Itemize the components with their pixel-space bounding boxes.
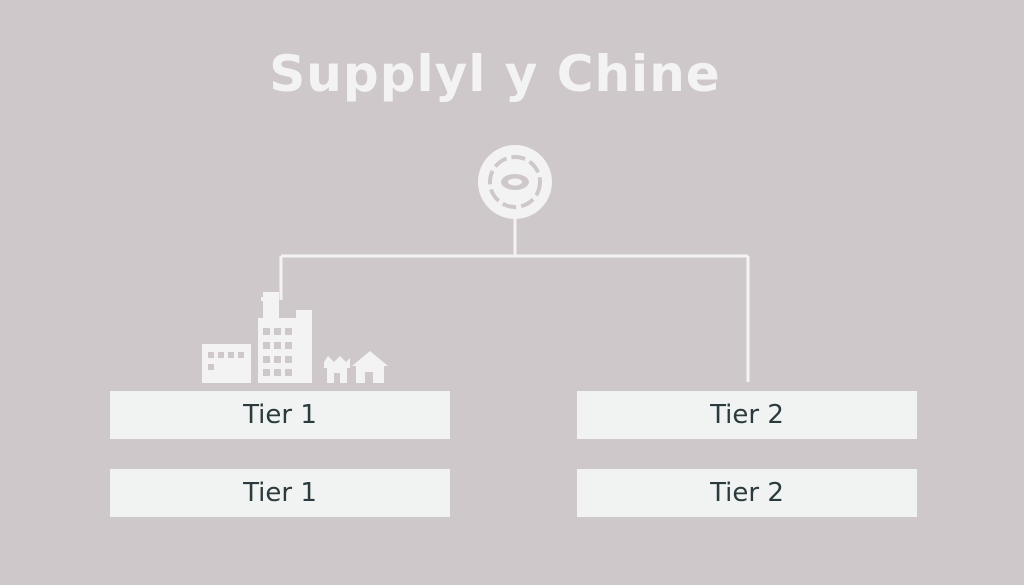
house-icon bbox=[352, 351, 388, 383]
tier-box-label: Tier 1 bbox=[243, 400, 317, 430]
shop-icon bbox=[324, 356, 350, 383]
tier-box-right-1: Tier 2 bbox=[577, 391, 917, 439]
diagram-title: Supplyl y Chine bbox=[269, 45, 721, 103]
gear-icon bbox=[478, 145, 552, 219]
tier-box-label: Tier 2 bbox=[710, 400, 784, 430]
tier-box-left-2: Tier 1 bbox=[110, 469, 450, 517]
connector-lines bbox=[279, 218, 750, 382]
warehouse-icon bbox=[202, 344, 251, 383]
tier-box-left-1: Tier 1 bbox=[110, 391, 450, 439]
tier-box-right-2: Tier 2 bbox=[577, 469, 917, 517]
tier-box-label: Tier 2 bbox=[710, 478, 784, 508]
tier-box-label: Tier 1 bbox=[243, 478, 317, 508]
factory-icon bbox=[258, 292, 312, 383]
